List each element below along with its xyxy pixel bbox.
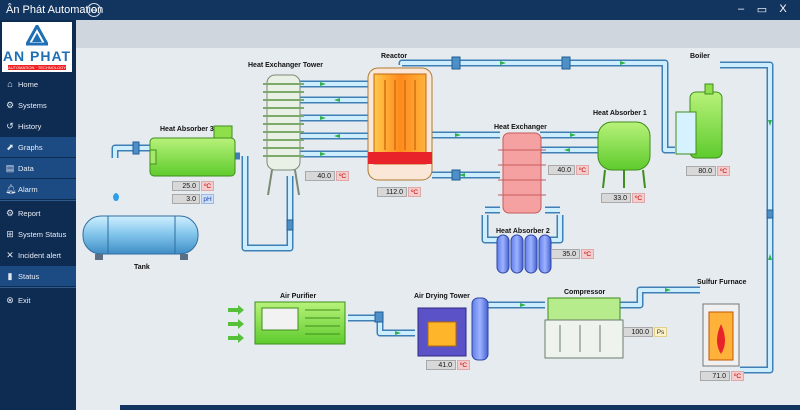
sulfur-furnace-label: Sulfur Furnace [697, 279, 747, 286]
reactor-label: Reactor [381, 53, 408, 60]
air-drying-tower-label: Air Drying Tower [414, 293, 470, 300]
gear-icon: ⚙ [5, 100, 15, 110]
sidebar-item-incident-alert[interactable]: ✕Incident alert [6, 250, 61, 260]
sidebar-item-exit[interactable]: ⊗Exit [6, 295, 31, 305]
air-purifier-label: Air Purifier [280, 293, 317, 300]
heat-absorber-1-unit[interactable] [597, 121, 651, 189]
sidebar-item-status[interactable]: ▮Status [0, 266, 76, 286]
sulfur-furnace-temp-value: 71.0 [700, 371, 730, 381]
heat-absorber-2-temp-value: 35.0 [551, 249, 580, 259]
logo-tagline: AUTOMATION · TECHNOLOGY [8, 65, 66, 70]
water-drop-icon [113, 193, 119, 201]
bell-icon: 🔔︎ [5, 184, 17, 194]
heat-absorber-3-temp-value: 25.0 [172, 181, 200, 191]
home-icon: ⌂ [7, 79, 13, 89]
sidebar: AN PHAT AUTOMATION · TECHNOLOGY ⌂Home ⚙S… [0, 20, 76, 410]
heat-absorber-1-inlet-temp-value: 40.0 [548, 165, 575, 175]
pipe-valves [132, 56, 774, 323]
close-button[interactable]: X [779, 3, 787, 15]
boiler-unit[interactable] [675, 83, 723, 159]
tank-label: Tank [134, 264, 150, 271]
sidebar-item-systems[interactable]: ⚙Systems [5, 100, 47, 110]
sidebar-item-report[interactable]: ⚙Report [5, 208, 41, 218]
taskbar-strip [120, 405, 800, 410]
minimize-button[interactable]: – [737, 3, 745, 15]
compressor-label: Compressor [564, 289, 606, 296]
heat-exchanger-tower-unit[interactable] [263, 74, 304, 196]
air-purifier-unit[interactable] [254, 301, 346, 345]
data-icon: ▤ [5, 163, 15, 173]
heat-exchanger-unit[interactable] [498, 132, 546, 214]
air-intake-arrows-icon [228, 305, 244, 343]
sulfur-furnace-temp-unit: ºC [731, 371, 744, 381]
boiler-temp-value: 80.0 [686, 166, 716, 176]
maximize-button[interactable]: ▭ [756, 4, 768, 16]
network-icon: ⊞ [6, 229, 14, 239]
heat-absorber-2-temp-unit: ºC [581, 249, 594, 259]
graph-icon: ⬈ [6, 142, 14, 152]
sidebar-item-data[interactable]: ▤Data [0, 158, 76, 178]
sidebar-item-history[interactable]: ↺History [6, 121, 42, 131]
reactor-temp-value: 112.0 [377, 187, 407, 197]
sulfur-furnace-unit[interactable] [702, 303, 740, 367]
heat-exchanger-label: Heat Exchanger [494, 124, 547, 131]
heat-absorber-3-ph-unit: pH [201, 194, 214, 204]
heat-absorber-1-label: Heat Absorber 1 [593, 110, 647, 117]
heat-absorber-1-temp-value: 33.0 [601, 193, 631, 203]
heat-absorber-2-unit[interactable] [496, 234, 552, 274]
gear-icon: ⚙ [5, 208, 15, 218]
sidebar-item-home[interactable]: ⌂Home [0, 74, 76, 94]
sidebar-item-graphs[interactable]: ⬈Graphs [0, 137, 76, 157]
back-icon[interactable]: ⊖ [87, 3, 101, 17]
x-icon: ✕ [6, 250, 14, 260]
heat-absorber-1-inlet-temp-unit: ºC [576, 165, 589, 175]
bars-icon: ▮ [7, 271, 13, 281]
sidebar-item-system-status[interactable]: ⊞System Status [6, 229, 67, 239]
toolbar-strip [76, 20, 800, 48]
reactor-unit[interactable] [367, 67, 433, 181]
logo-name: AN PHAT [2, 48, 72, 64]
window-title: Ân Phát Automation [6, 4, 104, 16]
air-drying-tower-temp-unit: ºC [457, 360, 470, 370]
heat-absorber-3-label: Heat Absorber 3 [160, 126, 214, 133]
heat-absorber-2-label: Heat Absorber 2 [496, 228, 550, 235]
logo-mark-icon [26, 25, 48, 46]
compressor-unit[interactable] [544, 297, 624, 359]
heat-absorber-1-temp-unit: ºC [632, 193, 645, 203]
heat-exchanger-tower-temp-unit: ºC [336, 171, 349, 181]
title-bar: Ân Phát Automation ⊖ – ▭ X [0, 0, 800, 20]
compressor-pressure-value: 100.0 [623, 327, 653, 337]
heat-absorber-3-unit[interactable] [149, 125, 236, 177]
history-icon: ↺ [6, 121, 14, 131]
boiler-temp-unit: ºC [717, 166, 730, 176]
company-logo: AN PHAT AUTOMATION · TECHNOLOGY [2, 22, 72, 72]
exit-icon: ⊗ [6, 295, 14, 305]
air-drying-tower-unit[interactable] [417, 297, 489, 361]
heat-absorber-3-temp-unit: ºC [201, 181, 214, 191]
boiler-label: Boiler [690, 53, 710, 60]
compressor-pressure-unit: Ps [654, 327, 667, 337]
heat-exchanger-tower-temp-value: 40.0 [305, 171, 335, 181]
sidebar-item-alarm[interactable]: 🔔︎Alarm [0, 179, 76, 199]
air-drying-tower-temp-value: 41.0 [426, 360, 456, 370]
heat-absorber-3-ph-value: 3.0 [172, 194, 200, 204]
tank-unit[interactable] [82, 215, 199, 260]
heat-exchanger-tower-label: Heat Exchanger Tower [248, 62, 323, 69]
reactor-temp-unit: ºC [408, 187, 421, 197]
